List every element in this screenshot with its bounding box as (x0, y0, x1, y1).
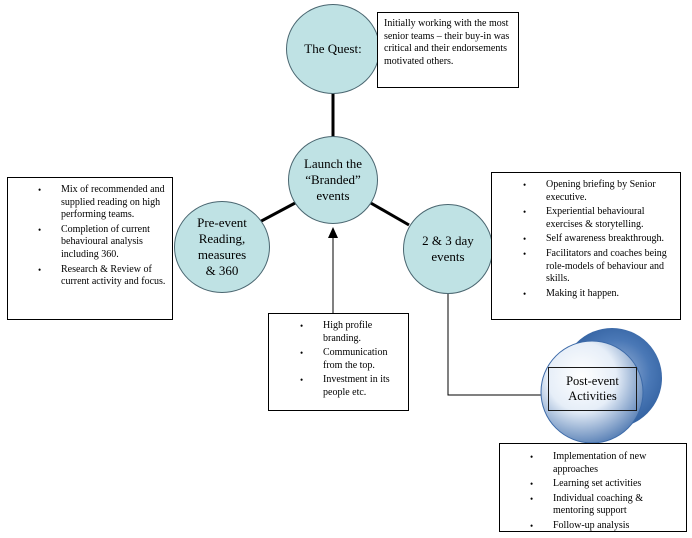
launch-bullet: Investment in its people etc. (300, 374, 402, 399)
day-events-bullet: Facilitators and coaches being role-mode… (523, 248, 674, 286)
quest-note-text: Initially working with the most senior t… (384, 18, 510, 67)
pre-event-box: Mix of recommended and supplied reading … (7, 177, 173, 320)
pre-event-label: Pre-event Reading, measures & 360 (197, 215, 247, 278)
post-event-label: Post-event Activities (566, 374, 619, 403)
quest-label: The Quest: (304, 41, 362, 56)
launch-bullet: High profile branding. (300, 320, 402, 345)
quest-note: Initially working with the most senior t… (377, 12, 519, 88)
day-events-bullet: Experiential behavioural exercises & sto… (523, 206, 674, 231)
pre-event-bullet: Mix of recommended and supplied reading … (38, 184, 166, 222)
post-event-bullet: Individual coaching & mentoring support (530, 493, 680, 518)
pre-event-bullet: Research & Review of current activity an… (38, 264, 166, 289)
launch-list: High profile branding. Communication fro… (300, 320, 402, 400)
day-events-list: Opening briefing by Senior executive. Ex… (523, 179, 674, 301)
post-event-label-box: Post-event Activities (548, 367, 637, 411)
post-event-box: Implementation of new approaches Learnin… (499, 443, 687, 532)
pre-event-circle: Pre-event Reading, measures & 360 (174, 201, 270, 293)
pre-event-bullet: Completion of current behavioural analys… (38, 224, 166, 262)
hub-label: Launch the “Branded” events (303, 156, 363, 203)
connector-day-to-post (447, 293, 548, 396)
day-events-label: 2 & 3 day events (422, 233, 474, 264)
hub-circle: Launch the “Branded” events (288, 136, 378, 224)
launch-bullet: Communication from the top. (300, 347, 402, 372)
day-events-box: Opening briefing by Senior executive. Ex… (491, 172, 681, 320)
post-event-bullet: Implementation of new approaches (530, 451, 680, 476)
day-events-bullet: Self awareness breakthrough. (523, 233, 674, 246)
day-events-bullet: Making it happen. (523, 288, 674, 301)
launch-box: High profile branding. Communication fro… (268, 313, 409, 411)
connector-hub-day-events (368, 200, 410, 227)
post-event-bullet: Follow-up analysis (530, 520, 680, 531)
arrowhead-up (328, 227, 338, 238)
post-event-bullet: Learning set activities (530, 478, 680, 491)
pre-event-list: Mix of recommended and supplied reading … (38, 184, 166, 289)
day-events-bullet: Opening briefing by Senior executive. (523, 179, 674, 204)
quest-circle: The Quest: (286, 4, 380, 94)
day-events-circle: 2 & 3 day events (403, 204, 493, 294)
post-event-list: Implementation of new approaches Learnin… (530, 451, 680, 531)
